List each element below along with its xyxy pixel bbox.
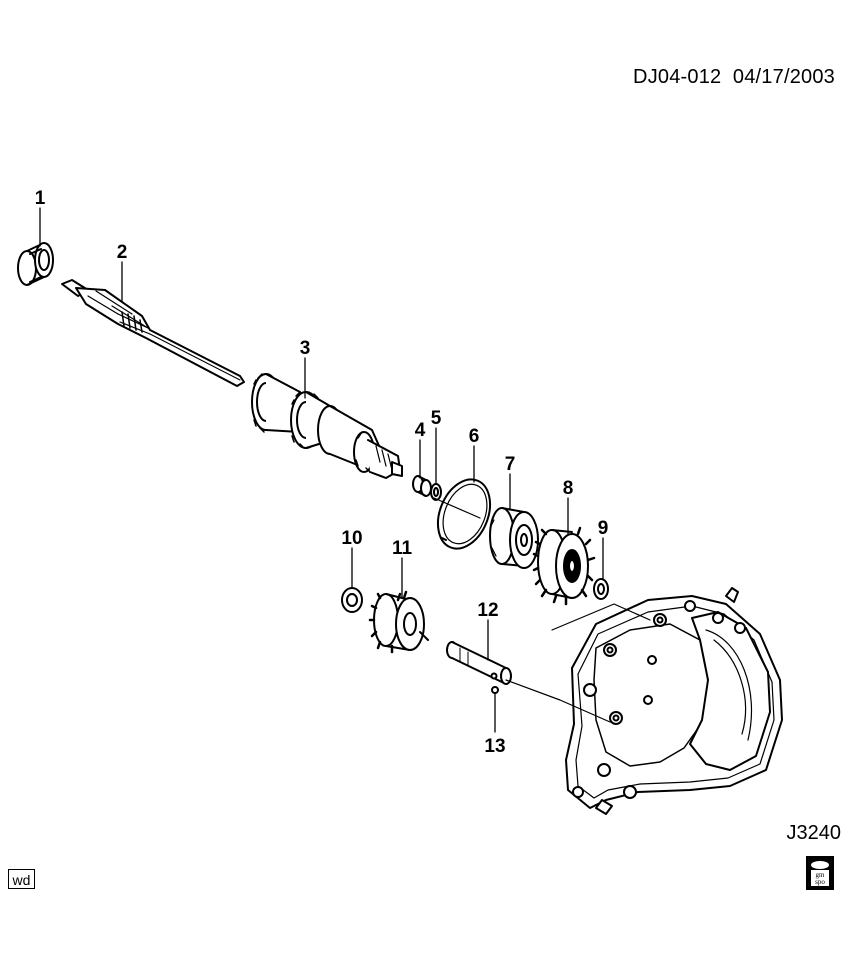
callout-3: 3 (300, 338, 311, 359)
part-6-snap-ring (436, 478, 492, 550)
callout-8: 8 (563, 478, 574, 499)
callout-5: 5 (431, 408, 442, 429)
part-1-bearing (17, 242, 54, 286)
callout-1: 1 (35, 188, 46, 209)
transmission-case (565, 587, 783, 815)
svg-text:gm: gm (816, 871, 826, 879)
part-13-pin (491, 686, 499, 694)
part-5-washer (430, 483, 442, 501)
svg-text:spo: spo (815, 878, 825, 886)
part-4-nut (412, 475, 432, 497)
wd-badge: wd (8, 869, 35, 889)
callout-4: 4 (415, 420, 426, 441)
leader-lines (39, 207, 604, 733)
document-header: DJ04-012 04/17/2003 (633, 66, 835, 89)
part-7-bearing (489, 507, 539, 569)
callout-6: 6 (469, 426, 480, 447)
assembly-lines (433, 497, 651, 723)
part-9-washer (593, 578, 609, 600)
callout-11: 11 (392, 538, 413, 559)
callout-12: 12 (477, 600, 498, 621)
part-2-shaft (61, 279, 245, 387)
callout-10: 10 (341, 528, 362, 549)
part-3-gear-cluster (251, 373, 403, 479)
part-8-gear (532, 526, 596, 606)
part-12-idler-shaft (446, 641, 512, 685)
callout-2: 2 (117, 242, 128, 263)
document-date: 04/17/2003 (732, 66, 835, 88)
gm-spo-logo-icon: gm spo (806, 856, 834, 890)
callout-13: 13 (484, 736, 505, 757)
callouts: 1 2 3 4 5 6 7 8 9 10 11 12 13 (35, 188, 609, 757)
part-11-idler-gear (368, 590, 429, 654)
part-10-thrust-washer (341, 587, 363, 613)
diagram-code: J3240 (786, 822, 842, 844)
callout-9: 9 (598, 518, 609, 539)
callout-7: 7 (505, 454, 516, 475)
document-id: DJ04-012 (633, 66, 722, 88)
